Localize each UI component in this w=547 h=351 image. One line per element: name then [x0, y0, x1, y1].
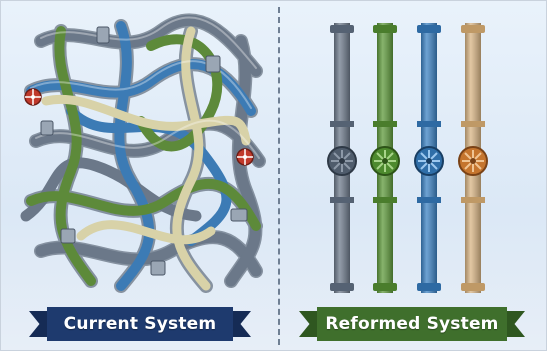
reformed-system-banner: Reformed System	[299, 307, 525, 341]
gray-pipe	[327, 23, 357, 293]
red-valve-wheel-icon	[236, 148, 254, 166]
red-valve-wheel-icon	[24, 88, 42, 106]
dashed-divider	[278, 7, 280, 345]
tan-pipe	[458, 23, 488, 293]
current-system-panel: Current System	[1, 1, 276, 350]
current-system-label: Current System	[63, 314, 217, 334]
green-pipe	[370, 23, 400, 293]
blue-pipe	[414, 23, 444, 293]
reformed-system-label: Reformed System	[325, 314, 499, 334]
reformed-system-panel: Reformed System	[279, 1, 546, 350]
tangled-pipes-illustration	[20, 13, 266, 293]
current-system-banner: Current System	[29, 307, 251, 341]
straight-pipes-illustration	[327, 23, 488, 293]
